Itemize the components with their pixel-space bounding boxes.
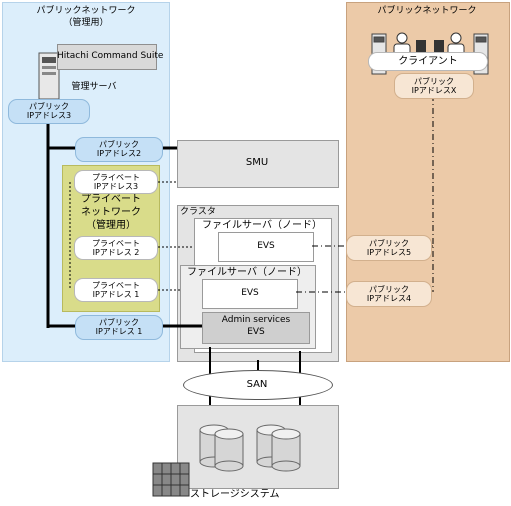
ip-public-x-line1: パブリック (414, 77, 454, 86)
admin-services-evs-label: EVS (247, 327, 265, 337)
ip-public-2-line2: IPアドレス2 (96, 149, 142, 158)
node-upper-label: ファイルサーバ（ノード） (202, 220, 322, 231)
admin-services-box (202, 312, 310, 344)
left-network-subtitle: （管理用） (63, 18, 109, 28)
ip-public-1-line1: パブリック (99, 318, 139, 327)
storage-array-icon (152, 462, 190, 497)
client-label: クライアント (398, 56, 458, 67)
node-lower-evs (202, 279, 298, 309)
ip-public-3-line1: パブリック (29, 102, 69, 111)
private-network-line3: （管理用） (86, 220, 136, 231)
ip-private-2: プライベート IPアドレス 2 (74, 236, 158, 260)
client-label-pill: クライアント (368, 52, 488, 71)
ip-public-5: パブリック IPアドレス5 (346, 235, 432, 261)
ip-private-1-line2: IPアドレス 1 (92, 290, 140, 299)
ip-public-1-line2: IPアドレス 1 (95, 327, 143, 336)
cluster-label: クラスタ (180, 207, 216, 217)
ip-public-3-line2: IPアドレス3 (26, 111, 72, 120)
private-network-line1: プライベート (81, 194, 141, 205)
ip-private-2-line2: IPアドレス 2 (92, 248, 140, 257)
hcs-software-label: Hitachi Command Suite (57, 51, 164, 61)
smu-label: SMU (245, 157, 269, 168)
ip-public-4-line1: パブリック (369, 285, 409, 294)
node-upper-evs-label: EVS (257, 241, 275, 251)
ip-private-1: プライベート IPアドレス 1 (74, 278, 158, 302)
san-label: SAN (246, 379, 268, 390)
ip-private-2-line1: プライベート (92, 239, 140, 248)
ip-public-5-line2: IPアドレス5 (366, 248, 412, 257)
mgmt-server-label: 管理サーバ (71, 82, 117, 92)
storage-disks-icon (199, 424, 301, 472)
ip-public-4-line2: IPアドレス4 (366, 294, 412, 303)
admin-services-label: Admin services (221, 315, 291, 325)
right-network-title: パブリックネットワーク (377, 6, 477, 16)
ip-private-3-line1: プライベート (92, 173, 140, 182)
san-ellipse (183, 370, 333, 400)
private-network-line2: ネットワーク (81, 207, 141, 218)
ip-public-x-line2: IPアドレスX (411, 86, 457, 95)
ip-public-2-line1: パブリック (99, 140, 139, 149)
ip-public-5-line1: パブリック (369, 239, 409, 248)
hcs-software-box (57, 44, 157, 70)
node-upper-evs (218, 232, 314, 262)
node-lower-label: ファイルサーバ（ノード） (187, 267, 307, 278)
ip-private-1-line1: プライベート (92, 281, 140, 290)
ip-public-x: パブリック IPアドレスX (394, 73, 474, 99)
storage-label: ストレージシステム (190, 489, 280, 500)
ip-public-1: パブリック IPアドレス 1 (75, 315, 163, 340)
ip-private-3-line2: IPアドレス3 (93, 182, 139, 191)
smu-box (177, 140, 339, 188)
ip-public-2: パブリック IPアドレス2 (75, 137, 163, 162)
ip-public-3: パブリック IPアドレス3 (8, 99, 90, 124)
left-network-title: パブリックネットワーク (36, 6, 136, 16)
ip-private-3: プライベート IPアドレス3 (74, 170, 158, 194)
ip-public-4: パブリック IPアドレス4 (346, 281, 432, 307)
node-lower-evs-label: EVS (241, 288, 259, 298)
